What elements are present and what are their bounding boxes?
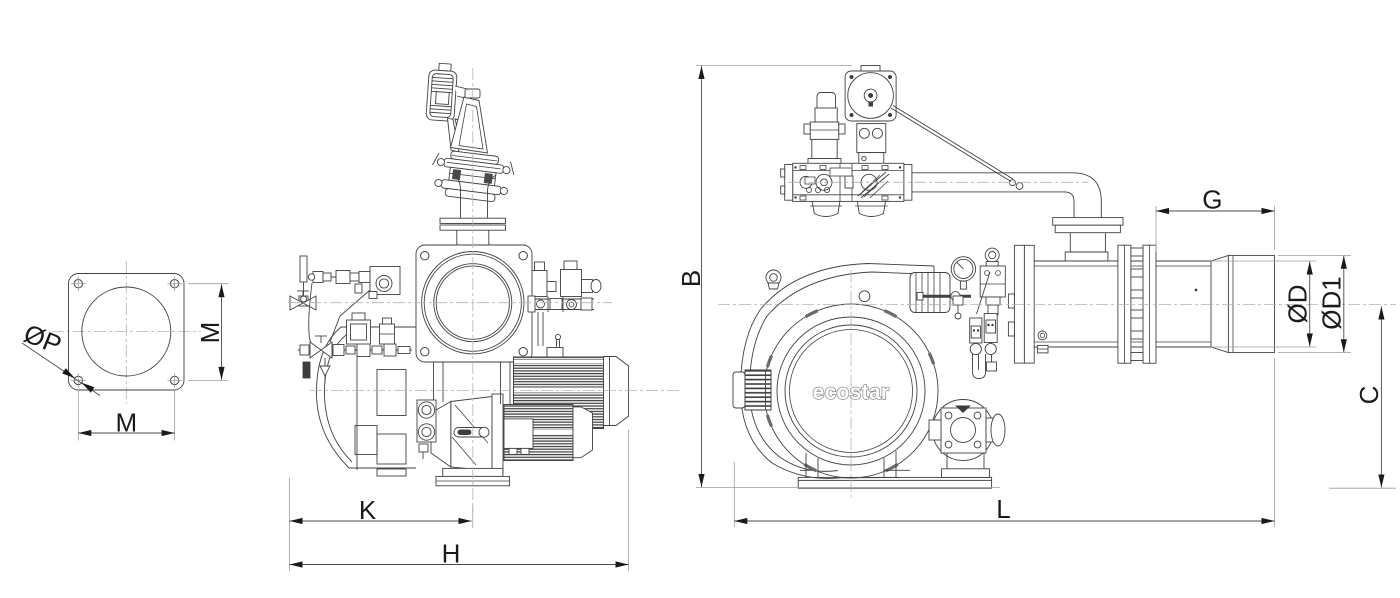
svg-text:M: M — [115, 408, 137, 438]
svg-text:B: B — [676, 270, 706, 287]
svg-text:ØD: ØD — [1283, 285, 1313, 324]
svg-text:ØP: ØP — [20, 318, 66, 360]
svg-text:ØD1: ØD1 — [1317, 276, 1347, 329]
svg-text:C: C — [1354, 386, 1384, 405]
svg-text:L: L — [996, 494, 1010, 524]
svg-text:K: K — [359, 495, 377, 525]
svg-text:G: G — [1202, 185, 1222, 215]
svg-text:H: H — [442, 539, 461, 569]
svg-text:M: M — [195, 322, 225, 344]
